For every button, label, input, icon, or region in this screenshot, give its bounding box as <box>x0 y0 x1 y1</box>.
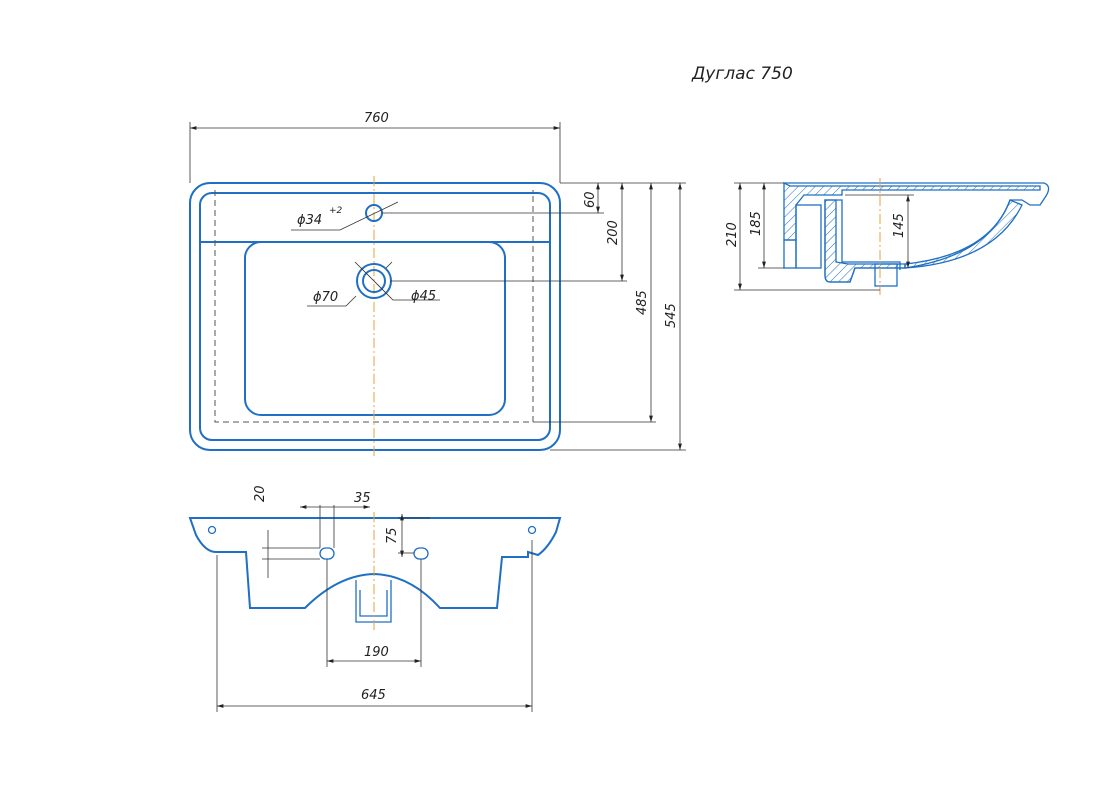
drain-inner <box>362 269 386 293</box>
dim-645: 645 <box>361 688 386 703</box>
dim-760: 760 <box>364 111 389 126</box>
dim-545: 545 <box>664 303 679 328</box>
front-view: 645 190 35 20 75 <box>188 485 562 712</box>
dim-145: 145 <box>892 213 907 238</box>
dim-35: 35 <box>354 491 371 506</box>
label-drain-outer: ϕ70 <box>313 290 338 305</box>
dim-75: 75 <box>385 527 400 544</box>
dim-60: 60 <box>583 191 598 208</box>
label-tap-hole-tol: +2 <box>329 206 343 216</box>
dim-200: 200 <box>606 220 621 245</box>
dim-190: 190 <box>364 645 389 660</box>
dim-185: 185 <box>749 211 764 236</box>
dim-210: 210 <box>725 222 740 247</box>
dim-485: 485 <box>635 290 650 315</box>
drawing-title: Дуглас 750 <box>691 64 793 84</box>
side-view: 210 185 145 <box>725 178 1050 295</box>
top-view: 760 ϕ34 +2 ϕ70 ϕ45 60 200 485 545 <box>189 111 686 456</box>
dim-20: 20 <box>253 485 268 502</box>
label-tap-hole: ϕ34 <box>297 213 322 228</box>
label-drain-inner: ϕ45 <box>411 289 436 304</box>
